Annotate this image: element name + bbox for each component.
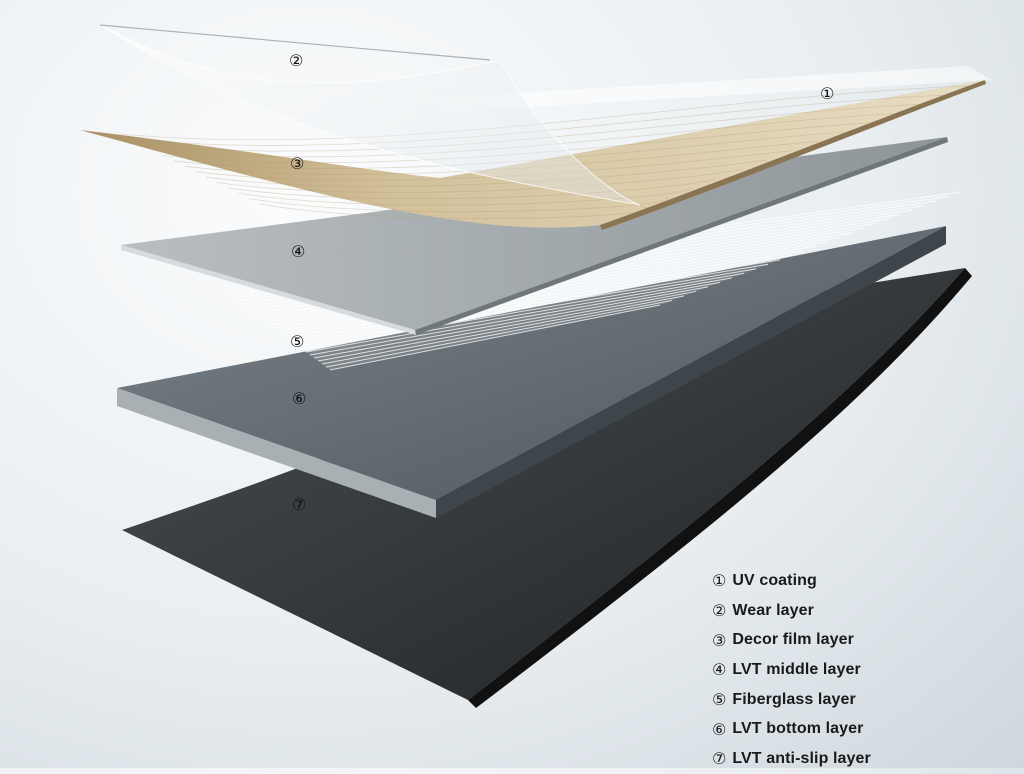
fiberglass-strand [313, 286, 709, 359]
wood-grain-line [238, 187, 692, 206]
legend-marker: ② [712, 601, 727, 621]
legend-item: ⑤ Fiberglass layer [712, 685, 871, 715]
wood-grain-line [216, 168, 742, 193]
callout-5: ⑤ [290, 332, 305, 351]
legend-label: UV coating [732, 571, 817, 589]
decor-film-layer [80, 80, 986, 230]
legend-item: ⑦ LVT anti-slip layer [712, 744, 871, 774]
bottom-layer [117, 226, 946, 518]
legend-item: ⑥ LVT bottom layer [712, 714, 871, 744]
legend-label: LVT anti-slip layer [732, 749, 871, 767]
fiberglass-strand [329, 304, 661, 371]
legend-marker: ③ [712, 630, 727, 650]
wood-grain-line [227, 177, 717, 200]
fiberglass-strand [289, 259, 781, 341]
fiberglass-strand [309, 281, 721, 356]
legend-marker: ⑦ [712, 749, 727, 769]
legend-label: Decor film layer [732, 631, 854, 649]
callout-7: ⑦ [292, 495, 307, 514]
legend-marker: ④ [712, 660, 727, 680]
legend-item: ② Wear layer [712, 596, 871, 626]
callout-1: ① [820, 84, 835, 103]
callout-3: ③ [290, 154, 305, 173]
fiberglass-strand [305, 277, 733, 353]
legend-item: ① UV coating [712, 566, 871, 596]
legend-label: Wear layer [732, 601, 814, 619]
legend-label: LVT middle layer [732, 660, 861, 678]
legend-label: Fiberglass layer [732, 690, 856, 708]
callout-6: ⑥ [292, 389, 307, 408]
layer-legend: ① UV coating ② Wear layer ③ Decor film laye… [712, 566, 871, 774]
wear-layer [99, 24, 641, 206]
fiberglass-strand [293, 263, 769, 344]
legend-item: ③ Decor film layer [712, 625, 871, 655]
legend-label: LVT bottom layer [732, 720, 864, 738]
fiberglass-strand [321, 295, 685, 365]
legend-item: ④ LVT middle layer [712, 655, 871, 685]
middle-layer [121, 137, 948, 335]
wood-grain-line [119, 85, 971, 141]
callout-2: ② [289, 51, 304, 70]
fiberglass-strand [325, 299, 673, 368]
wood-grain-line [249, 196, 669, 213]
legend-marker: ⑥ [712, 719, 727, 739]
fiberglass-strand [301, 272, 745, 350]
fiberglass-strand [297, 268, 757, 347]
antislip-layer [122, 268, 972, 708]
uv-coating-layer [430, 66, 992, 112]
callout-4: ④ [291, 242, 306, 261]
legend-marker: ① [712, 571, 727, 591]
fiberglass-strand [285, 254, 793, 338]
legend-marker: ⑤ [712, 690, 727, 710]
fiberglass-strand [317, 290, 697, 362]
